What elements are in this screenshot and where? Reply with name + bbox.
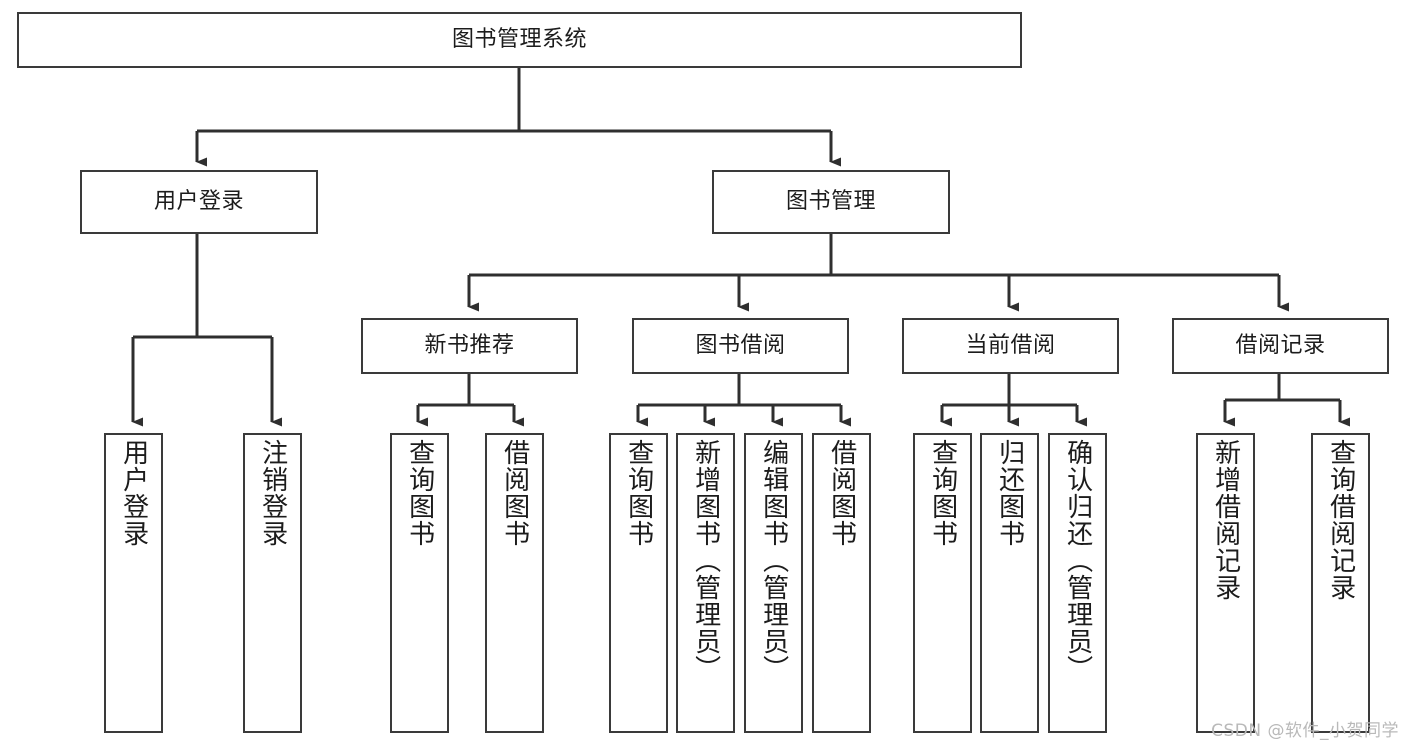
node-leaf-borrow-book-2-label: 借阅图书 xyxy=(826,439,857,547)
node-leaf-borrow-book-1[interactable]: 借阅图书 xyxy=(485,433,544,733)
node-leaf-add-book-label: 新增图书（管理员） xyxy=(690,439,721,682)
node-leaf-query-record-label: 查询借阅记录 xyxy=(1325,439,1356,601)
node-leaf-query-book-1[interactable]: 查询图书 xyxy=(390,433,449,733)
node-leaf-user-login[interactable]: 用户登录 xyxy=(104,433,163,733)
node-leaf-query-book-2[interactable]: 查询图书 xyxy=(609,433,668,733)
node-leaf-confirm-return[interactable]: 确认归还（管理员） xyxy=(1048,433,1107,733)
node-leaf-add-book[interactable]: 新增图书（管理员） xyxy=(676,433,735,733)
node-current-borrow[interactable]: 当前借阅 xyxy=(902,318,1119,374)
node-borrow-record-label: 借阅记录 xyxy=(1235,333,1326,359)
node-user-login[interactable]: 用户登录 xyxy=(80,170,318,234)
node-book-manage[interactable]: 图书管理 xyxy=(712,170,950,234)
node-leaf-logout-label: 注销登录 xyxy=(257,439,288,547)
node-leaf-user-login-label: 用户登录 xyxy=(118,439,149,547)
node-leaf-borrow-book-1-label: 借阅图书 xyxy=(499,439,530,547)
node-user-login-label: 用户登录 xyxy=(153,189,244,215)
node-leaf-borrow-book-2[interactable]: 借阅图书 xyxy=(812,433,871,733)
node-book-borrow[interactable]: 图书借阅 xyxy=(632,318,849,374)
node-leaf-return-book[interactable]: 归还图书 xyxy=(980,433,1039,733)
node-leaf-add-record-label: 新增借阅记录 xyxy=(1210,439,1241,601)
node-leaf-edit-book[interactable]: 编辑图书（管理员） xyxy=(744,433,803,733)
node-leaf-query-book-2-label: 查询图书 xyxy=(623,439,654,547)
node-book-manage-label: 图书管理 xyxy=(785,189,876,215)
node-leaf-add-record[interactable]: 新增借阅记录 xyxy=(1196,433,1255,733)
node-root-label: 图书管理系统 xyxy=(451,27,587,53)
node-leaf-query-book-1-label: 查询图书 xyxy=(404,439,435,547)
node-leaf-return-book-label: 归还图书 xyxy=(994,439,1025,547)
node-leaf-edit-book-label: 编辑图书（管理员） xyxy=(758,439,789,682)
watermark: CSDN @软件_小贺同学 xyxy=(1211,721,1399,741)
node-book-borrow-label: 图书借阅 xyxy=(695,333,786,359)
node-borrow-record[interactable]: 借阅记录 xyxy=(1172,318,1389,374)
node-leaf-query-book-3-label: 查询图书 xyxy=(927,439,958,547)
node-leaf-confirm-return-label: 确认归还（管理员） xyxy=(1062,439,1093,682)
node-root[interactable]: 图书管理系统 xyxy=(17,12,1022,68)
node-new-book-rec[interactable]: 新书推荐 xyxy=(361,318,578,374)
node-leaf-query-book-3[interactable]: 查询图书 xyxy=(913,433,972,733)
node-current-borrow-label: 当前借阅 xyxy=(965,333,1056,359)
node-new-book-rec-label: 新书推荐 xyxy=(424,333,515,359)
node-leaf-logout[interactable]: 注销登录 xyxy=(243,433,302,733)
node-leaf-query-record[interactable]: 查询借阅记录 xyxy=(1311,433,1370,733)
